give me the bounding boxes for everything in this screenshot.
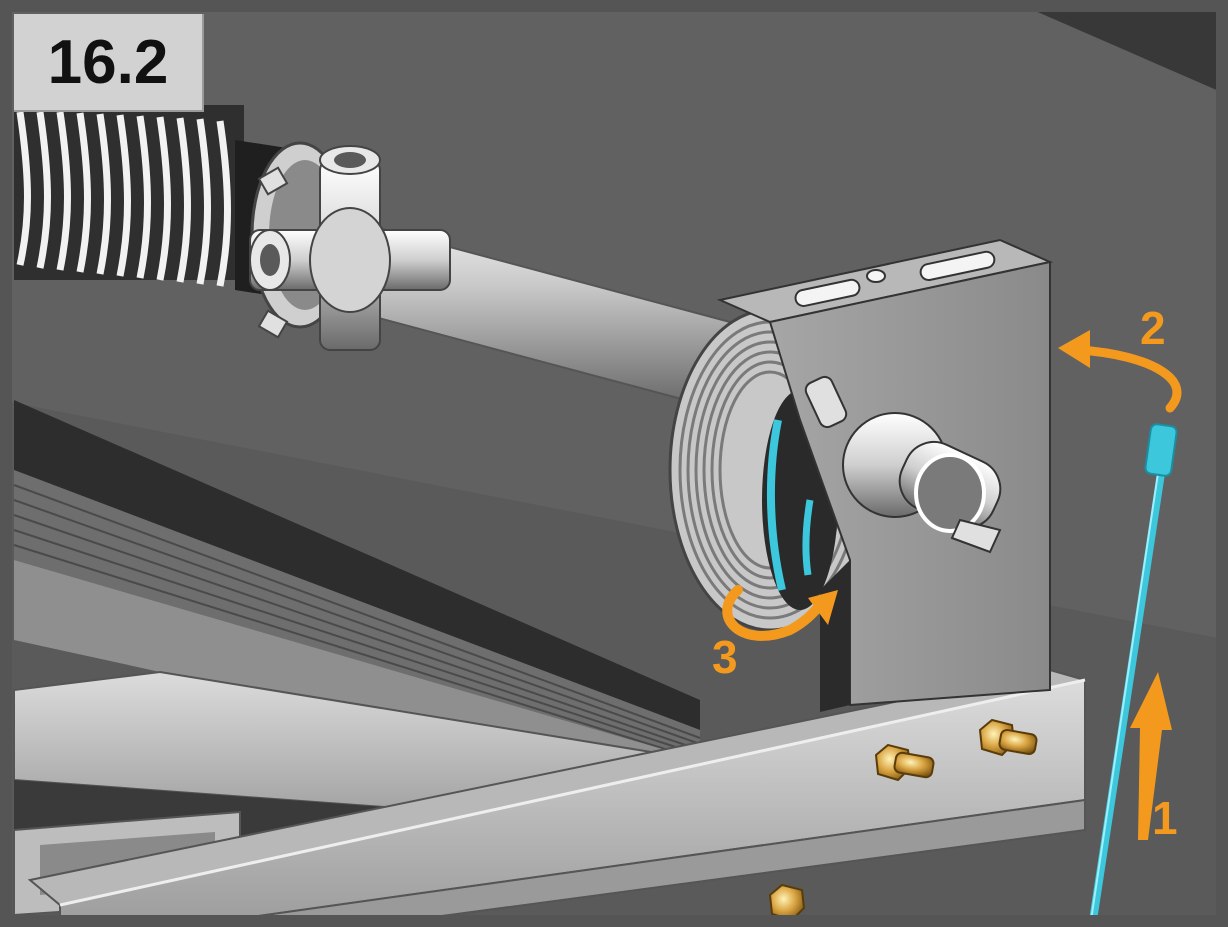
rail-dark-band	[14, 400, 700, 730]
main-beam-lower	[179, 798, 1086, 927]
bolt-1	[874, 743, 935, 782]
shaft-coupling	[249, 145, 451, 351]
arrow-up-icon	[1130, 672, 1172, 840]
callout-1: 1	[1152, 792, 1178, 844]
ceiling-dark-corner	[1010, 0, 1228, 95]
rail-grooves	[14, 470, 700, 760]
rail-groove-lines	[13, 484, 701, 761]
bolt-2	[978, 718, 1038, 757]
end-bracket	[716, 238, 1054, 712]
callout-3: 3	[712, 631, 738, 683]
curved-arrow-left-head	[1058, 330, 1090, 368]
cone-lug-top	[257, 166, 289, 196]
curved-arrow-rotate-icon	[722, 585, 827, 641]
cone-lug-bottom	[257, 309, 289, 339]
curved-arrow-rotate-head	[808, 590, 838, 625]
callout-2: 2	[1140, 302, 1166, 354]
step-number-badge: 16.2	[14, 14, 204, 112]
curved-arrow-left-icon	[1075, 345, 1182, 413]
bolt-3	[768, 883, 806, 922]
winding-rod	[1088, 423, 1178, 927]
main-beam-edge	[59, 678, 1086, 907]
spring-coils	[16, 111, 231, 287]
